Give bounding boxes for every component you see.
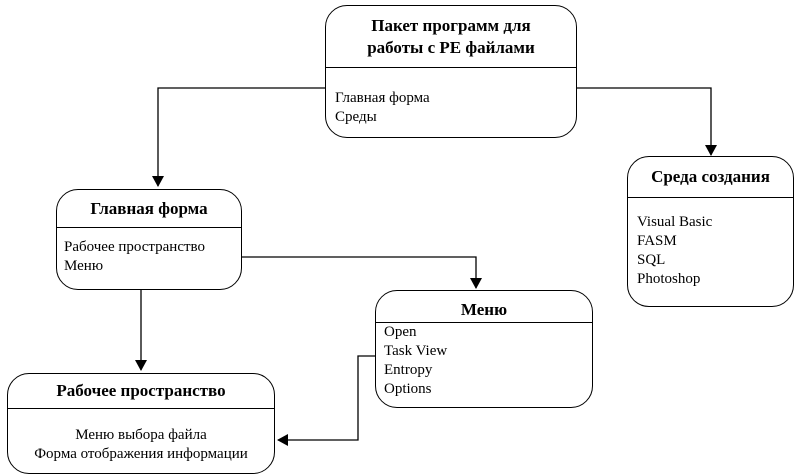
node-package-items: Главная форма Среды bbox=[326, 68, 576, 127]
node-env-title-text: Среда создания bbox=[651, 167, 770, 186]
node-env-item: Visual Basic bbox=[637, 214, 713, 230]
node-package-item: Среды bbox=[335, 109, 377, 125]
node-menu-item: Options bbox=[384, 381, 432, 397]
node-menu: Меню Open Task View Entropy Options bbox=[375, 290, 593, 408]
node-workspace: Рабочее пространство Меню выбора файла Ф… bbox=[7, 373, 275, 474]
node-workspace-title: Рабочее пространство bbox=[8, 374, 274, 409]
node-menu-item: Task View bbox=[384, 343, 448, 359]
node-env-title: Среда создания bbox=[628, 157, 793, 198]
connector-package-to-env bbox=[576, 87, 717, 156]
node-env-item: FASM bbox=[637, 233, 677, 249]
node-package: Пакет программ для работы с PE файлами Г… bbox=[325, 5, 577, 138]
node-menu-title-text: Меню bbox=[460, 299, 508, 319]
node-menu-item: Entropy bbox=[384, 362, 433, 378]
node-main-form-title-text: Главная форма bbox=[90, 198, 208, 218]
node-main-form-item: Рабочее пространство bbox=[64, 239, 206, 255]
node-workspace-items: Меню выбора файла Форма отображения инфо… bbox=[8, 409, 274, 464]
node-menu-item: Open bbox=[384, 324, 417, 340]
node-env-item: Photoshop bbox=[637, 271, 701, 287]
node-main-form-items: Рабочее пространство Меню bbox=[57, 228, 241, 276]
node-main-form-title: Главная форма bbox=[57, 190, 241, 228]
node-env: Среда создания Visual Basic FASM SQL Pho… bbox=[627, 156, 794, 307]
connector-menu-to-workspace bbox=[277, 355, 376, 446]
node-package-title-line2: работы с PE файлами bbox=[367, 37, 535, 57]
node-menu-items: Open Task View Entropy Options bbox=[376, 323, 592, 399]
node-workspace-item: Форма отображения информации bbox=[34, 446, 248, 462]
node-menu-title: Меню bbox=[376, 291, 592, 323]
node-workspace-item: Меню выбора файла bbox=[75, 427, 207, 443]
node-main-form-item: Меню bbox=[64, 258, 104, 274]
node-env-item: SQL bbox=[637, 252, 666, 268]
node-package-title: Пакет программ для работы с PE файлами bbox=[326, 6, 576, 68]
node-package-item: Главная форма bbox=[335, 90, 430, 106]
connector-package-to-main-form bbox=[152, 87, 326, 187]
node-main-form: Главная форма Рабочее пространство Меню bbox=[56, 189, 242, 290]
node-package-title-line1: Пакет программ для bbox=[371, 15, 531, 35]
node-env-items: Visual Basic FASM SQL Photoshop bbox=[628, 198, 793, 289]
connector-main-form-to-menu bbox=[241, 256, 482, 289]
node-workspace-title-text: Рабочее пространство bbox=[56, 381, 226, 400]
